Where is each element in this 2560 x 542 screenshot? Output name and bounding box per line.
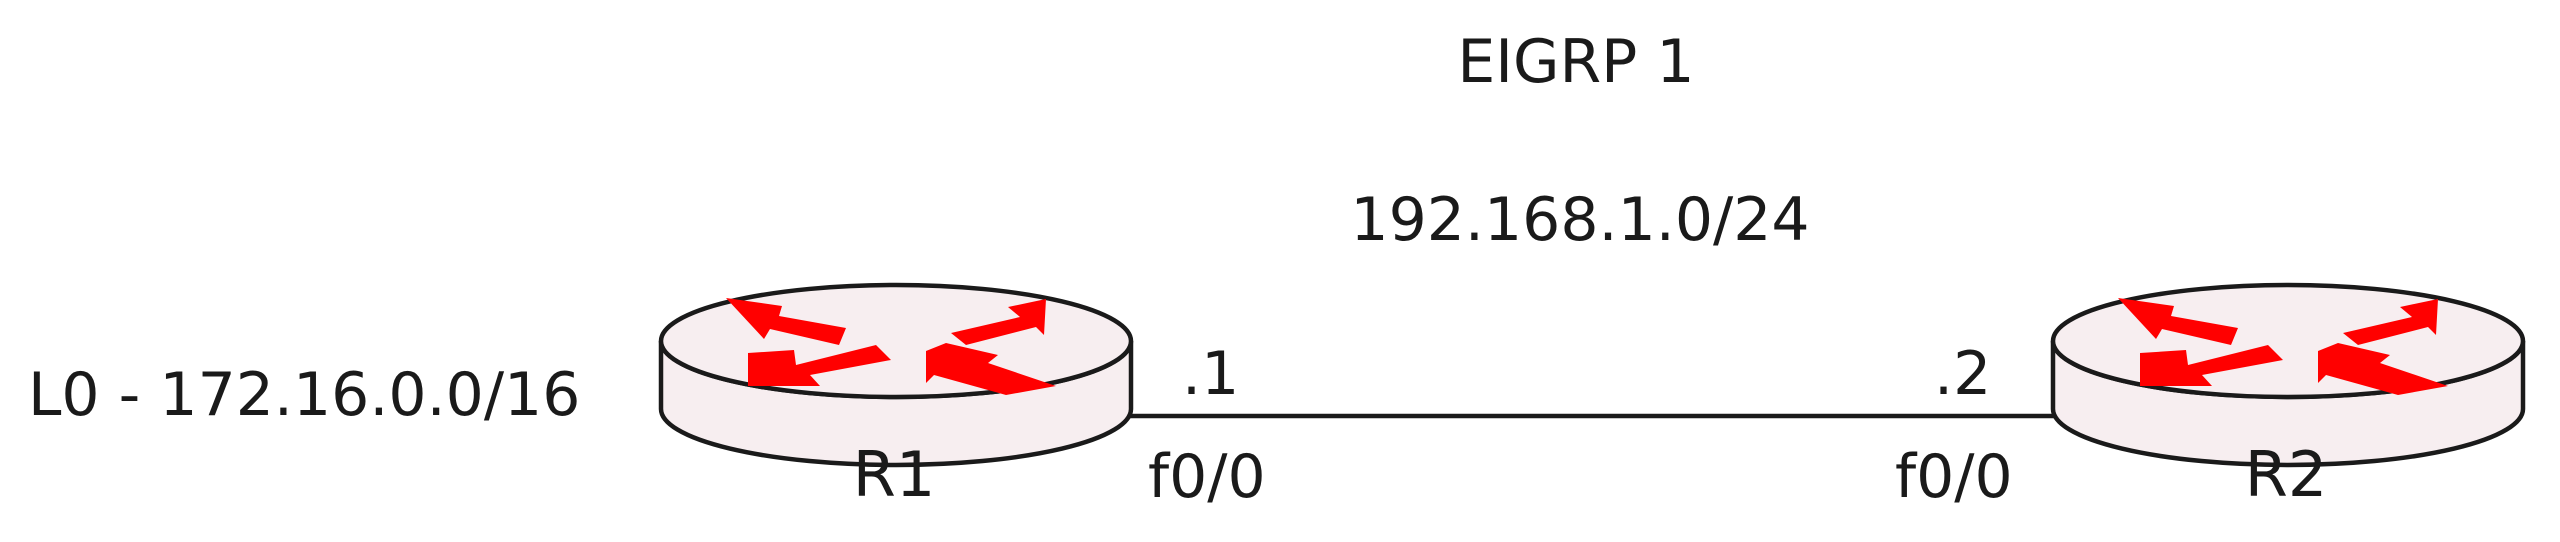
loopback-label: L0 - 172.16.0.0/16 [28, 360, 580, 430]
r1-name: R1 [853, 438, 936, 511]
r2-name: R2 [2245, 438, 2328, 511]
eigrp-title: EIGRP 1 [1457, 27, 1694, 97]
r1-host-address: .1 [1182, 339, 1239, 409]
r2-host-address: .2 [1934, 339, 1991, 409]
network-label: 192.168.1.0/24 [1350, 185, 1809, 255]
r2-interface-label: f0/0 [1895, 442, 2013, 512]
r1-interface-label: f0/0 [1148, 442, 1266, 512]
